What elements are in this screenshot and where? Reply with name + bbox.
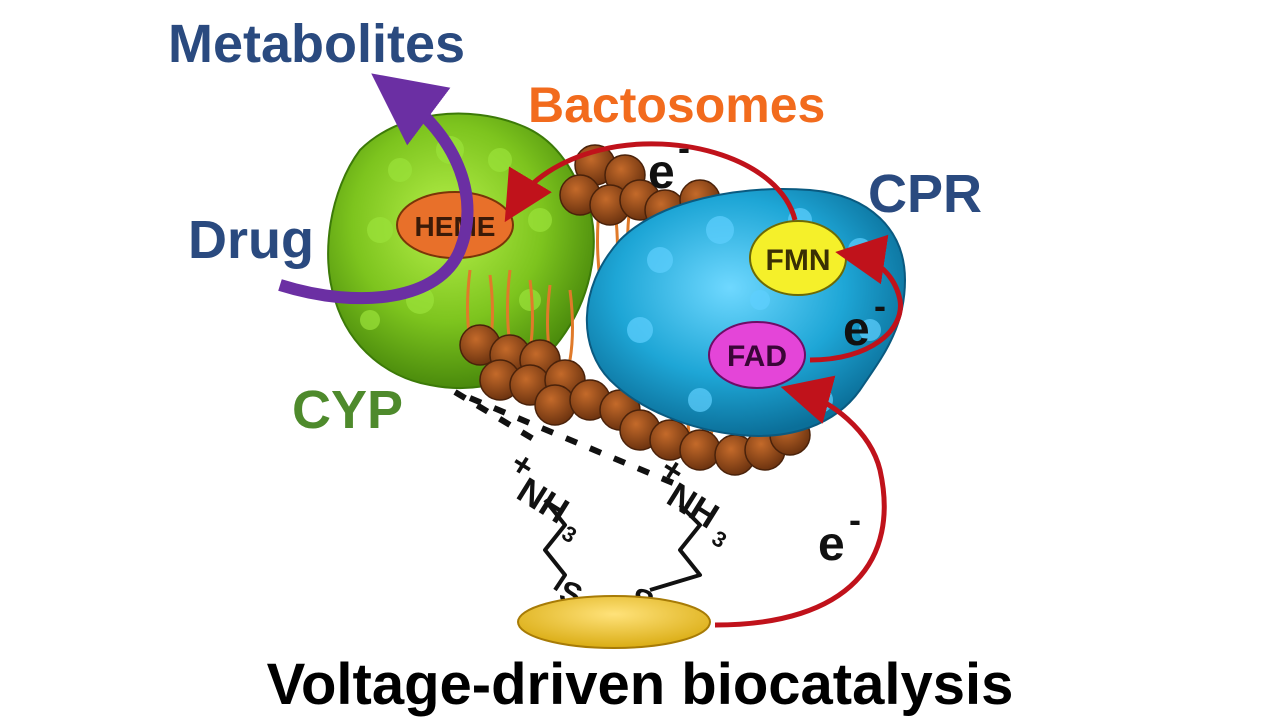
heme-cofactor: HEME xyxy=(396,191,514,259)
svg-text:e: e xyxy=(843,303,870,356)
electron-label-bottom: e - xyxy=(818,499,861,571)
amine-group-left: + NH 3 xyxy=(504,444,581,548)
fmn-cofactor: FMN xyxy=(749,220,847,296)
cyp-label: CYP xyxy=(292,380,403,440)
svg-text:3: 3 xyxy=(707,525,731,553)
metabolites-label: Metabolites xyxy=(168,14,465,74)
cpr-label: CPR xyxy=(868,164,982,224)
svg-text:-: - xyxy=(678,127,690,168)
fmn-label: FMN xyxy=(766,244,831,277)
drug-label: Drug xyxy=(188,210,314,270)
diagram-title: Voltage-driven biocatalysis xyxy=(267,652,1014,717)
svg-text:e: e xyxy=(818,518,845,571)
fad-cofactor: FAD xyxy=(708,321,806,389)
electron-arrow-electrode-to-fad xyxy=(714,375,887,628)
svg-text:-: - xyxy=(849,499,861,540)
gold-electrode-icon xyxy=(517,595,711,649)
electron-label-top: e - xyxy=(648,127,690,199)
bactosomes-label: Bactosomes xyxy=(528,77,825,133)
svg-text:e: e xyxy=(648,146,675,199)
heme-label: HEME xyxy=(415,211,496,242)
drug-to-metabolites-arrow xyxy=(278,73,474,305)
thiol-linkers xyxy=(543,498,702,592)
electron-arrow-fad-to-fmn xyxy=(809,234,903,363)
electron-label-middle: e - xyxy=(843,285,886,356)
fad-label: FAD xyxy=(727,340,787,373)
svg-text:-: - xyxy=(874,285,886,326)
electron-arrow-fmn-to-heme xyxy=(504,141,798,223)
electron-arrows xyxy=(504,141,903,628)
svg-text:3: 3 xyxy=(557,520,581,548)
